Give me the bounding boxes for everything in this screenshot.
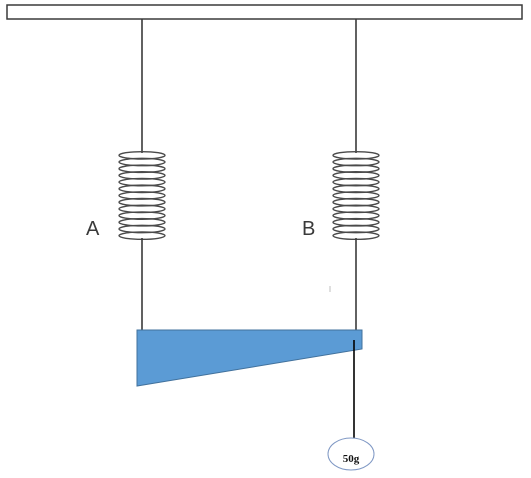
spring-a-coil	[118, 150, 166, 241]
hanging-mass: 50g	[327, 437, 375, 471]
suspended-block	[136, 329, 363, 387]
spring-a: A	[86, 19, 166, 330]
mass-label: 50g	[343, 453, 360, 465]
spring-b: B	[302, 19, 380, 330]
spring-b-coil	[332, 150, 380, 241]
spring-b-label: B	[302, 218, 315, 240]
ceiling-bar	[6, 4, 523, 20]
spring-a-label: A	[86, 218, 100, 240]
mass-outline	[327, 437, 375, 471]
